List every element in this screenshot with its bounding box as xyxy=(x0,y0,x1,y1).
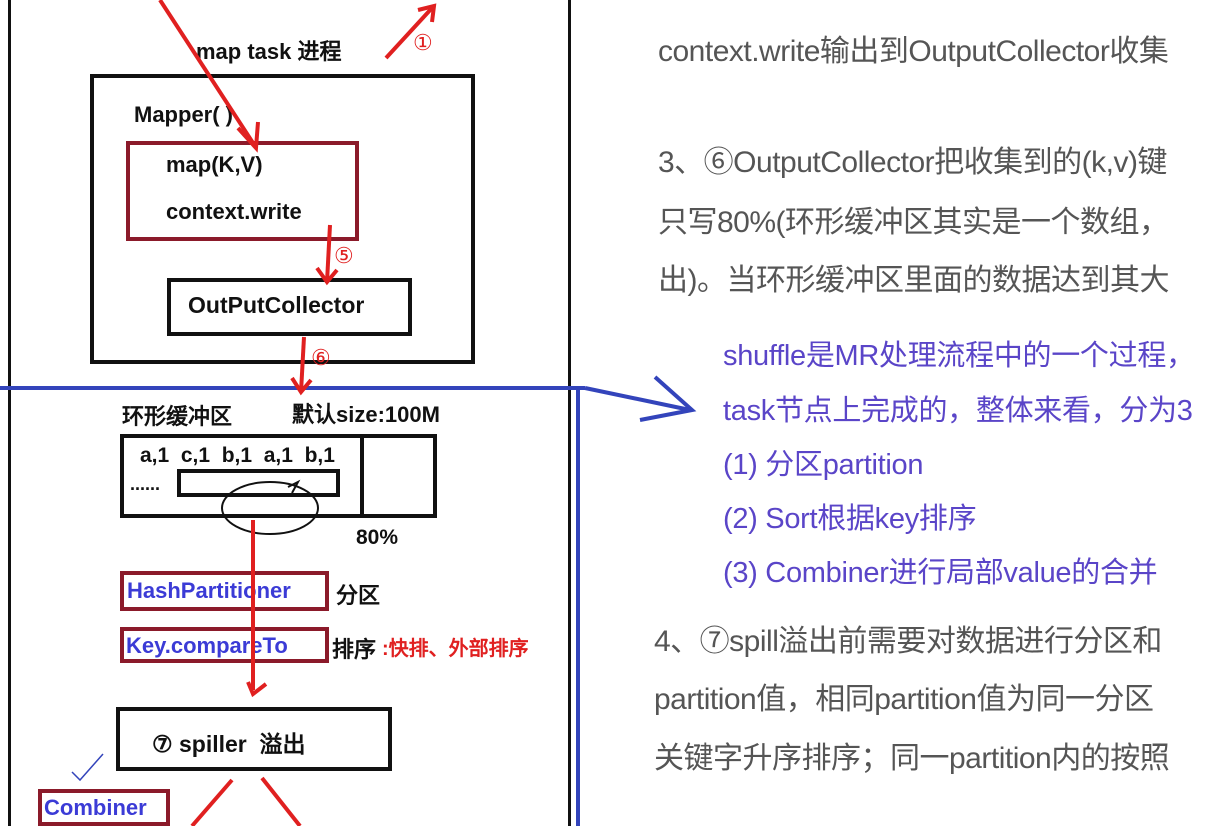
text-line-step3: 3、⑥OutputCollector把收集到的(k,v)键 xyxy=(658,146,1167,179)
map-function-box xyxy=(126,141,359,241)
buffer-dots: ...... xyxy=(130,474,161,494)
step-1-label: ① xyxy=(413,30,433,55)
shuffle-text-line-2: task节点上完成的，整体来看，分为3 xyxy=(723,395,1193,427)
ring-buffer-label: 环形缓冲区 xyxy=(122,404,233,429)
text-line-80percent: 只写80%(环形缓冲区其实是一个数组， xyxy=(658,206,1169,239)
output-collector-box xyxy=(167,278,412,336)
mapper-label: Mapper( ) xyxy=(134,102,233,127)
text-line-buffer-full: 出)。当环形缓冲区里面的数据达到其大 xyxy=(658,264,1170,297)
buffer-inner-slot xyxy=(177,469,340,497)
map-task-title: map task 进程 xyxy=(196,39,342,64)
text-line-step4: 4、⑦spill溢出前需要对数据进行分区和 xyxy=(654,625,1162,658)
text-line-context-write: context.write输出到OutputCollector收集 xyxy=(658,35,1169,68)
hash-partitioner-box xyxy=(120,571,329,611)
buffer-percent-label: 80% xyxy=(356,526,399,549)
shuffle-boundary-line xyxy=(0,375,697,826)
combiner-label: Combiner xyxy=(44,795,147,820)
step-6-label: ⑥ xyxy=(311,345,331,370)
key-compare-box xyxy=(120,627,329,663)
spiller-box xyxy=(116,707,392,771)
hash-partitioner-label: HashPartitioner xyxy=(127,578,291,603)
write-to-collector-arrow xyxy=(315,224,339,286)
buffer-to-spiller-arrow xyxy=(246,520,268,698)
shuffle-item-sort: (2) Sort根据key排序 xyxy=(723,503,977,535)
step-5-label: ⑤ xyxy=(334,243,354,268)
partition-label: 分区 xyxy=(336,583,381,608)
ring-buffer-box xyxy=(120,434,437,518)
mapper-box xyxy=(90,74,475,364)
buffer-data-row: a,1 c,1 b,1 a,1 b,1 xyxy=(140,444,335,467)
checkmark-icon xyxy=(71,753,104,782)
sort-note-label: :快排、外部排序 xyxy=(382,638,529,660)
key-compare-label: Key.compareTo xyxy=(126,633,288,658)
text-line-key-ascending: 关键字升序排序；同一partition内的按照 xyxy=(654,742,1170,775)
collector-to-buffer-arrow xyxy=(290,336,313,396)
right-border-line xyxy=(568,0,571,826)
output-collector-label: OutPutCollector xyxy=(188,292,365,318)
input-arrow xyxy=(158,0,260,153)
sort-label: 排序 xyxy=(332,637,377,662)
default-size-label: 默认size:100M xyxy=(292,402,440,427)
spiller-label: ⑦ spiller 溢出 xyxy=(152,731,306,757)
shuffle-item-combiner: (3) Combiner进行局部value的合并 xyxy=(723,557,1158,589)
ring-buffer-divider xyxy=(360,434,364,518)
map-kv-label: map(K,V) xyxy=(166,152,263,177)
combiner-box xyxy=(38,789,170,826)
context-write-label: context.write xyxy=(166,199,302,224)
spiller-output-arrows xyxy=(190,776,302,826)
shuffle-item-partition: (1) 分区partition xyxy=(723,449,924,481)
left-border-line xyxy=(8,0,11,826)
shuffle-text-line-1: shuffle是MR处理流程中的一个过程， xyxy=(723,340,1195,372)
text-line-partition-value: partition值，相同partition值为同一分区 xyxy=(654,683,1154,716)
step-1-arrow xyxy=(384,3,437,60)
buffer-cycle-arrow xyxy=(221,479,319,535)
